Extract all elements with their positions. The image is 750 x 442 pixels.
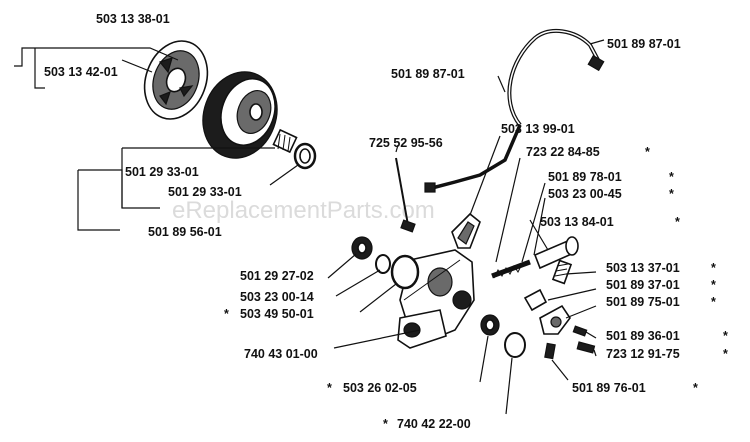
part-number-label: 501 89 87-01	[391, 67, 465, 81]
part-number-label: 501 89 78-01	[548, 170, 622, 184]
part-labels: 503 13 38-01 503 13 42-01 501 29 33-01 5…	[44, 12, 728, 431]
part-number-label: 503 23 00-14	[240, 290, 314, 304]
part-number-label: 503 13 42-01	[44, 65, 118, 79]
screw-b-illustration	[576, 341, 596, 354]
clutch-assembly-illustration	[143, 40, 209, 120]
part-number-label: 501 89 87-01	[607, 37, 681, 51]
seal-illustration	[480, 314, 500, 336]
part-number-label: 501 29 27-02	[240, 269, 314, 283]
lever-illustration	[523, 288, 571, 335]
part-number-label: 503 13 84-01	[540, 215, 614, 229]
part-number-label: 501 29 33-01	[168, 185, 242, 199]
small-washer-illustration	[375, 254, 391, 274]
part-number-label: 501 89 36-01	[606, 329, 680, 343]
part-number-label: 723 22 84-85	[526, 145, 600, 159]
part-number-label: 501 89 76-01	[572, 381, 646, 395]
washer-illustration	[293, 142, 317, 170]
part-number-label: 725 52 95-56	[369, 136, 443, 150]
needle-bearing-illustration	[272, 128, 298, 154]
bearing-washer-illustration	[351, 236, 373, 260]
marker-star: *	[645, 145, 650, 159]
marker-star: *	[675, 215, 680, 229]
spring-illustration	[551, 259, 573, 285]
lower-o-ring-illustration	[504, 332, 526, 358]
marker-star: *	[693, 381, 698, 395]
part-number-label: 501 89 56-01	[148, 225, 222, 239]
part-number-label: 501 89 37-01	[606, 278, 680, 292]
marker-star: *	[723, 347, 728, 361]
marker-star: *	[669, 187, 674, 201]
marker-star: *	[327, 381, 332, 395]
leader-lines	[14, 39, 605, 415]
cover-piece-illustration	[451, 212, 481, 249]
part-number-label: 503 13 38-01	[96, 12, 170, 26]
screw-c-illustration	[544, 342, 556, 360]
marker-star: *	[711, 261, 716, 275]
part-number-label: 501 29 33-01	[125, 165, 199, 179]
part-number-label: 723 12 91-75	[606, 347, 680, 361]
marker-star: *	[669, 170, 674, 184]
marker-star: *	[711, 295, 716, 309]
plunger-illustration	[491, 236, 579, 279]
adjusting-screw-illustration	[395, 157, 416, 233]
clutch-drum-illustration	[202, 71, 278, 159]
part-number-label: 503 26 02-05	[343, 381, 417, 395]
part-number-label: 503 13 37-01	[606, 261, 680, 275]
part-number-label: 503 49 50-01	[240, 307, 314, 321]
part-number-label: 503 23 00-45	[548, 187, 622, 201]
part-number-label: 503 13 99-01	[501, 122, 575, 136]
oil-hose-illustration	[424, 29, 605, 193]
marker-star: *	[224, 307, 229, 321]
part-number-label: 740 43 01-00	[244, 347, 318, 361]
screw-a-illustration	[572, 325, 588, 337]
marker-star: *	[723, 329, 728, 343]
marker-star: *	[383, 417, 388, 431]
watermark-text: eReplacementParts.com	[172, 197, 435, 224]
part-number-label: 740 42 22-00	[397, 417, 471, 431]
part-number-label: 501 89 75-01	[606, 295, 680, 309]
marker-star: *	[711, 278, 716, 292]
o-ring-illustration	[390, 254, 420, 290]
